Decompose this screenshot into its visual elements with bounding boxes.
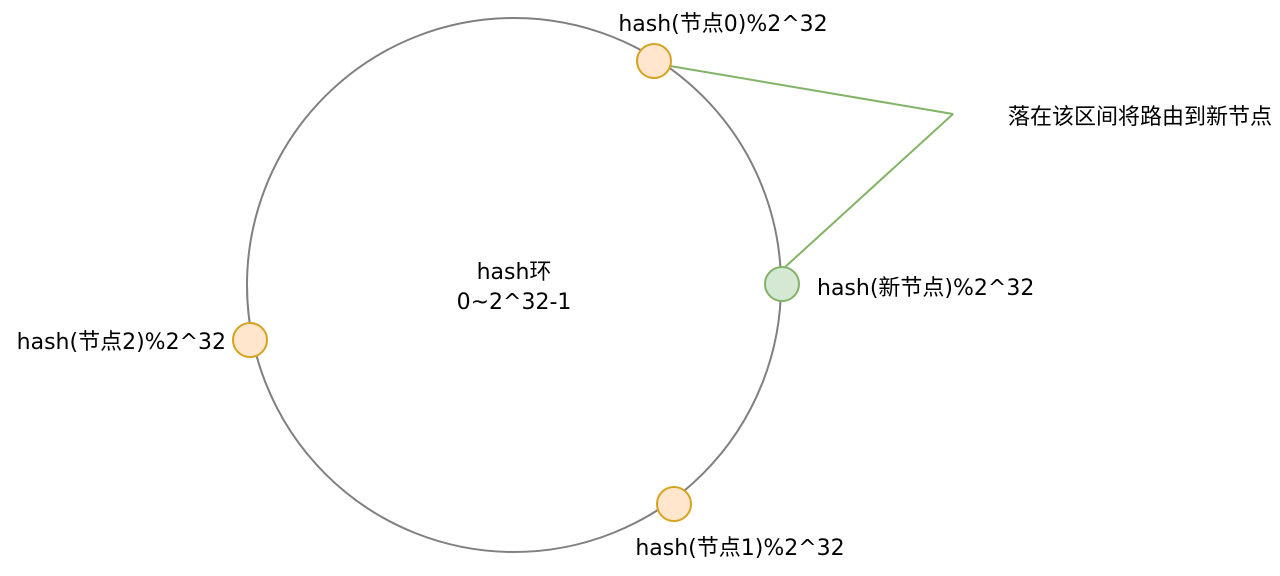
new-node-marker [764, 266, 800, 302]
new-node-label: hash(新节点)%2^32 [817, 276, 1034, 301]
node2-marker [232, 322, 268, 358]
hash-ring [246, 17, 782, 553]
node0-label: hash(节点0)%2^32 [618, 12, 827, 37]
ring-range: 0~2^32-1 [457, 290, 572, 315]
node1-marker [656, 486, 692, 522]
ring-title: hash环 [477, 260, 552, 285]
connector-to-new-node [783, 113, 954, 269]
node0-marker [636, 43, 672, 79]
connector-to-node0 [669, 65, 954, 115]
node1-label: hash(节点1)%2^32 [635, 536, 844, 561]
node2-label: hash(节点2)%2^32 [17, 330, 226, 355]
interval-annotation: 落在该区间将路由到新节点 [1008, 105, 1272, 130]
